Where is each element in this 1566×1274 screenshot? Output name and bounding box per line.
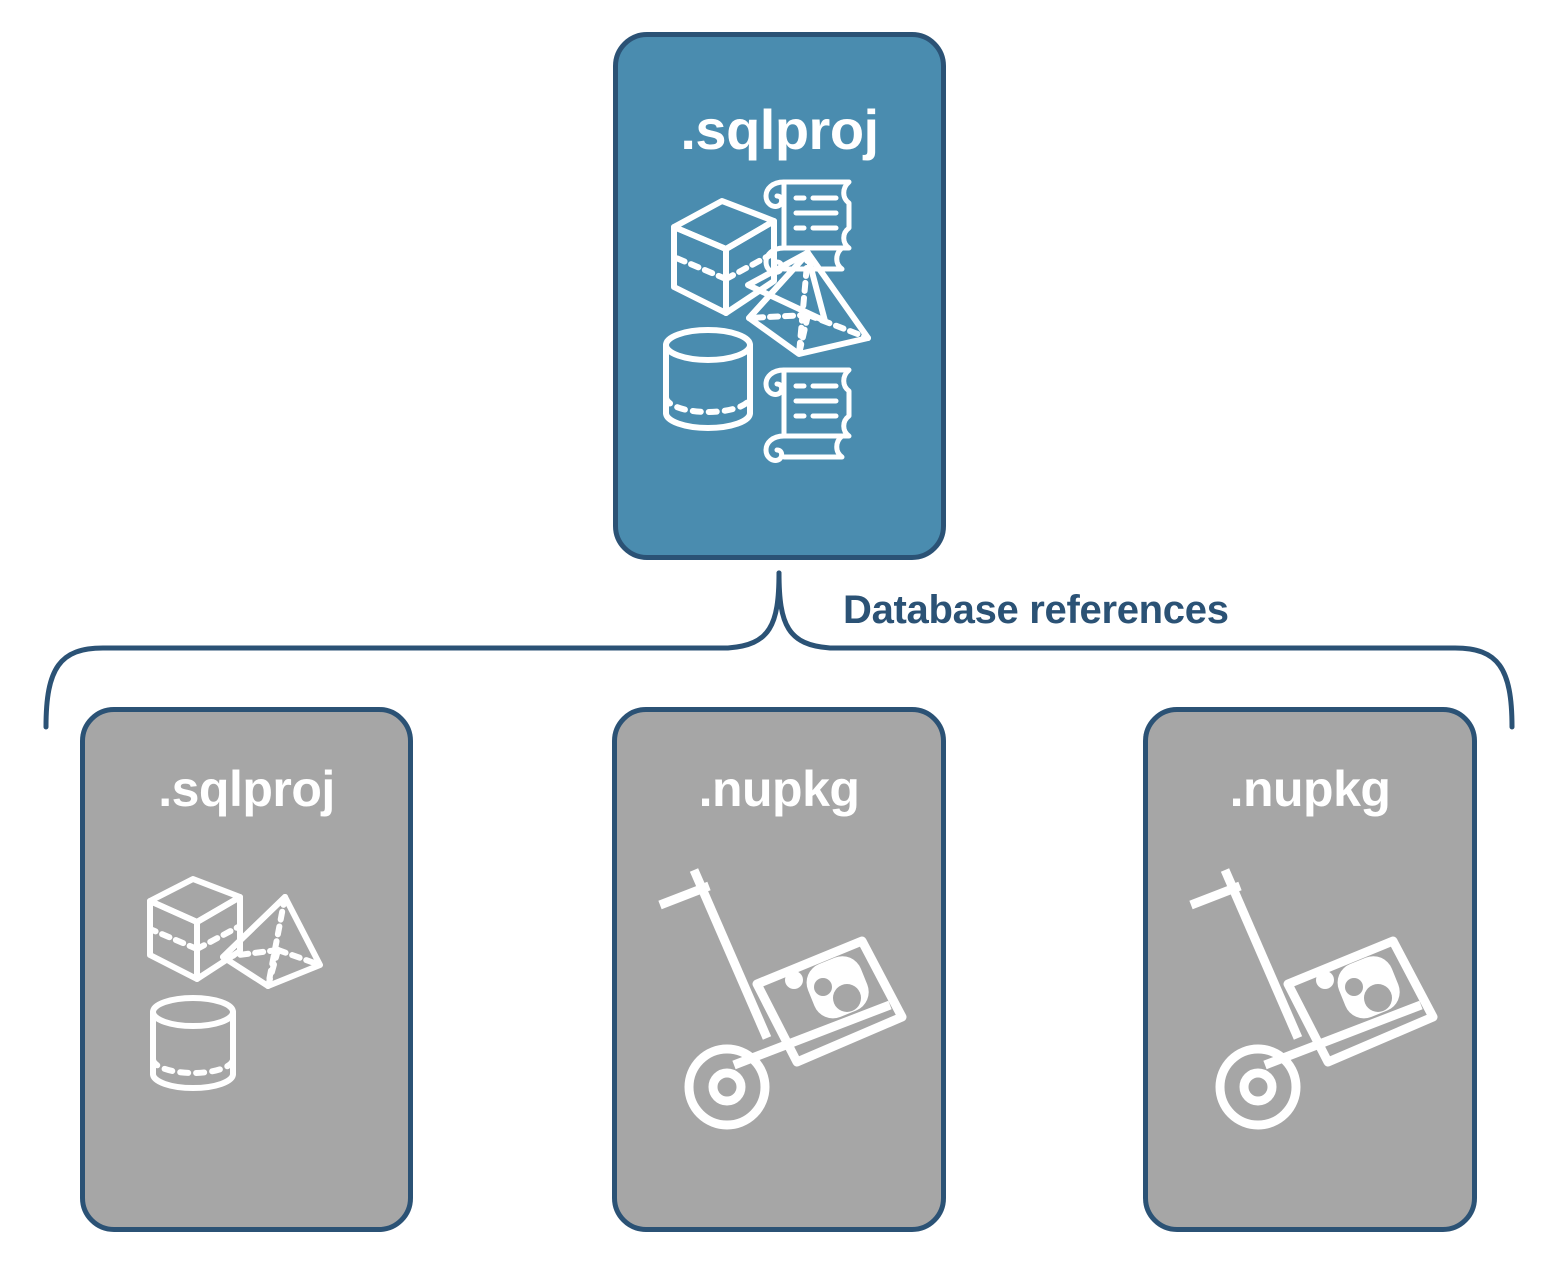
dolly-wheel-icon [684,1044,770,1130]
nuget-package-dolly-icon [658,868,907,1070]
pyramid-icon [220,894,323,989]
nupkg-reference-1-icon [657,862,927,1152]
cylinder-icon [150,995,236,1091]
cylinder-icon [663,327,753,431]
node-title-nupkg-reference-2: .nupkg [1229,761,1391,817]
pyramid-icon [745,250,828,324]
node-sqlproj-reference[interactable]: .sqlproj [80,707,413,1232]
nuget-logo-small-dot [785,971,803,989]
nuget-logo-dots [814,978,861,1012]
brace-left-half [43,570,782,730]
node-title-sqlproj-reference: .sqlproj [158,761,335,817]
scroll-icon [763,367,852,463]
brace-right-half [776,570,1515,730]
parent-icon-cluster [636,165,936,465]
node-nupkg-reference-1[interactable]: .nupkg [612,707,946,1232]
nuget-logo-small-dot [1316,971,1334,989]
nuget-logo-dots [1345,978,1392,1012]
node-sqlproj-parent[interactable]: .sqlproj [613,32,946,560]
sqlproj-reference-icon-cluster [123,862,383,1112]
node-title-sqlproj-parent: .sqlproj [680,98,879,161]
dolly-wheel-icon [1215,1044,1301,1130]
cube-icon [671,198,777,316]
node-nupkg-reference-2[interactable]: .nupkg [1143,707,1477,1232]
node-title-nupkg-reference-1: .nupkg [698,761,860,817]
nuget-package-dolly-icon [1189,868,1438,1070]
pyramid-icon-body [746,250,871,357]
cube-icon [147,876,243,982]
brace-label-database-references: Database references [843,588,1229,632]
nupkg-reference-2-icon [1188,862,1458,1152]
